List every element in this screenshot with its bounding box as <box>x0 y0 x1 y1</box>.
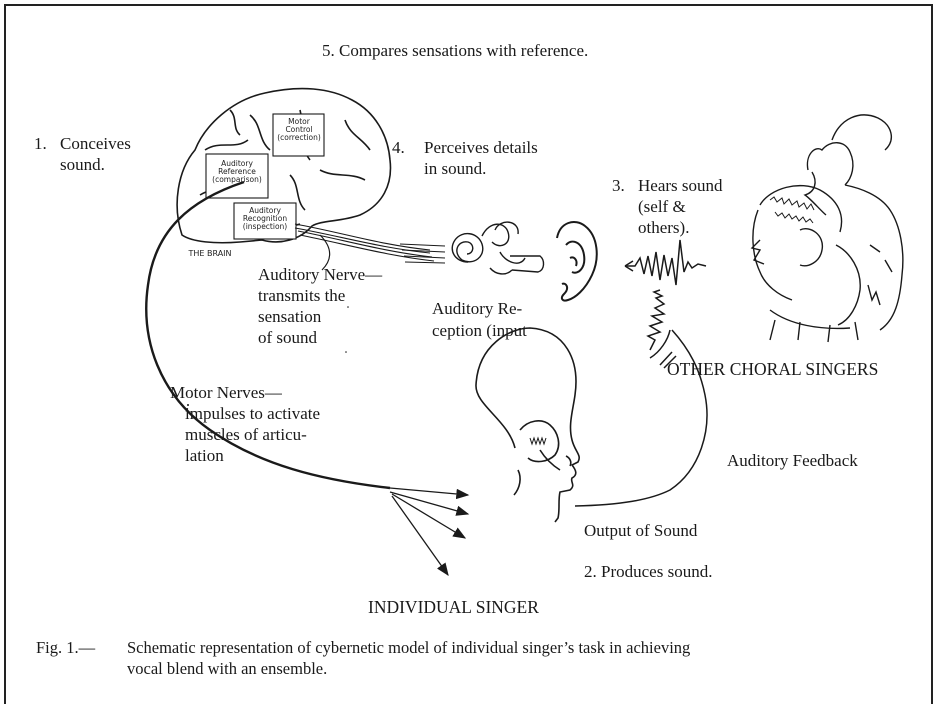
step-3-line1: Hears sound <box>638 175 723 197</box>
step-5-label: 5. Compares sensations with reference. <box>322 40 588 62</box>
step-1-line2: sound. <box>60 154 105 176</box>
auditory-nerve-illustration <box>295 224 445 263</box>
caption-line2: vocal blend with an ensemble. <box>127 658 327 680</box>
step-3-number: 3. <box>612 175 625 197</box>
motor-nerves-line4: lation <box>185 445 224 467</box>
other-choral-singers-label: OTHER CHORAL SINGERS <box>667 358 878 380</box>
output-of-sound-label: Output of Sound <box>584 520 697 542</box>
step-4-line1: Perceives details <box>424 137 538 159</box>
figure-number: Fig. 1.— <box>36 637 95 659</box>
other-singers-illustration <box>752 115 903 342</box>
outer-ear-illustration <box>557 222 597 301</box>
step-1-number: 1. <box>34 133 47 155</box>
the-brain-label: THE BRAIN <box>180 250 240 258</box>
auditory-recognition-line3: (inspection) <box>235 223 295 231</box>
step-2-label: 2. Produces sound. <box>584 561 712 583</box>
step-1-line1: Conceives <box>60 133 131 155</box>
inner-ear-illustration <box>452 222 543 274</box>
step-4-line2: in sound. <box>424 158 486 180</box>
step-3-line2: (self & <box>638 196 686 218</box>
auditory-reception-line1: Auditory Re- <box>432 298 522 320</box>
motor-nerve-branches <box>390 488 468 575</box>
caption-line1: Schematic representation of cybernetic m… <box>127 637 690 659</box>
motor-nerves-line3: muscles of articu- <box>185 424 307 446</box>
step-3-line3: others). <box>638 217 689 239</box>
auditory-nerve-line4: of sound <box>258 327 317 349</box>
auditory-feedback-path <box>575 330 707 506</box>
auditory-nerve-line2: transmits the <box>258 285 345 307</box>
motor-nerves-line1: Motor Nerves— <box>170 382 282 404</box>
auditory-recognition-label: Auditory Recognition (inspection) <box>235 207 295 231</box>
others-sound-wave <box>648 290 676 368</box>
auditory-reference-line3: (comparison) <box>207 176 267 184</box>
motor-nerves-line2: impulses to activate <box>185 403 320 425</box>
motor-control-label: Motor Control (correction) <box>274 118 324 142</box>
incoming-sound-wave <box>625 240 706 285</box>
auditory-nerve-line3: sensation <box>258 306 321 328</box>
auditory-nerve-line1: Auditory Nerve— <box>258 264 382 286</box>
auditory-feedback-label: Auditory Feedback <box>727 450 858 472</box>
individual-singer-illustration <box>476 328 579 522</box>
auditory-reference-label: Auditory Reference (comparison) <box>207 160 267 184</box>
motor-control-line3: (correction) <box>274 134 324 142</box>
individual-singer-label: INDIVIDUAL SINGER <box>368 596 539 618</box>
step-4-number: 4. <box>392 137 405 159</box>
auditory-reception-line2: ception (input <box>432 320 527 342</box>
